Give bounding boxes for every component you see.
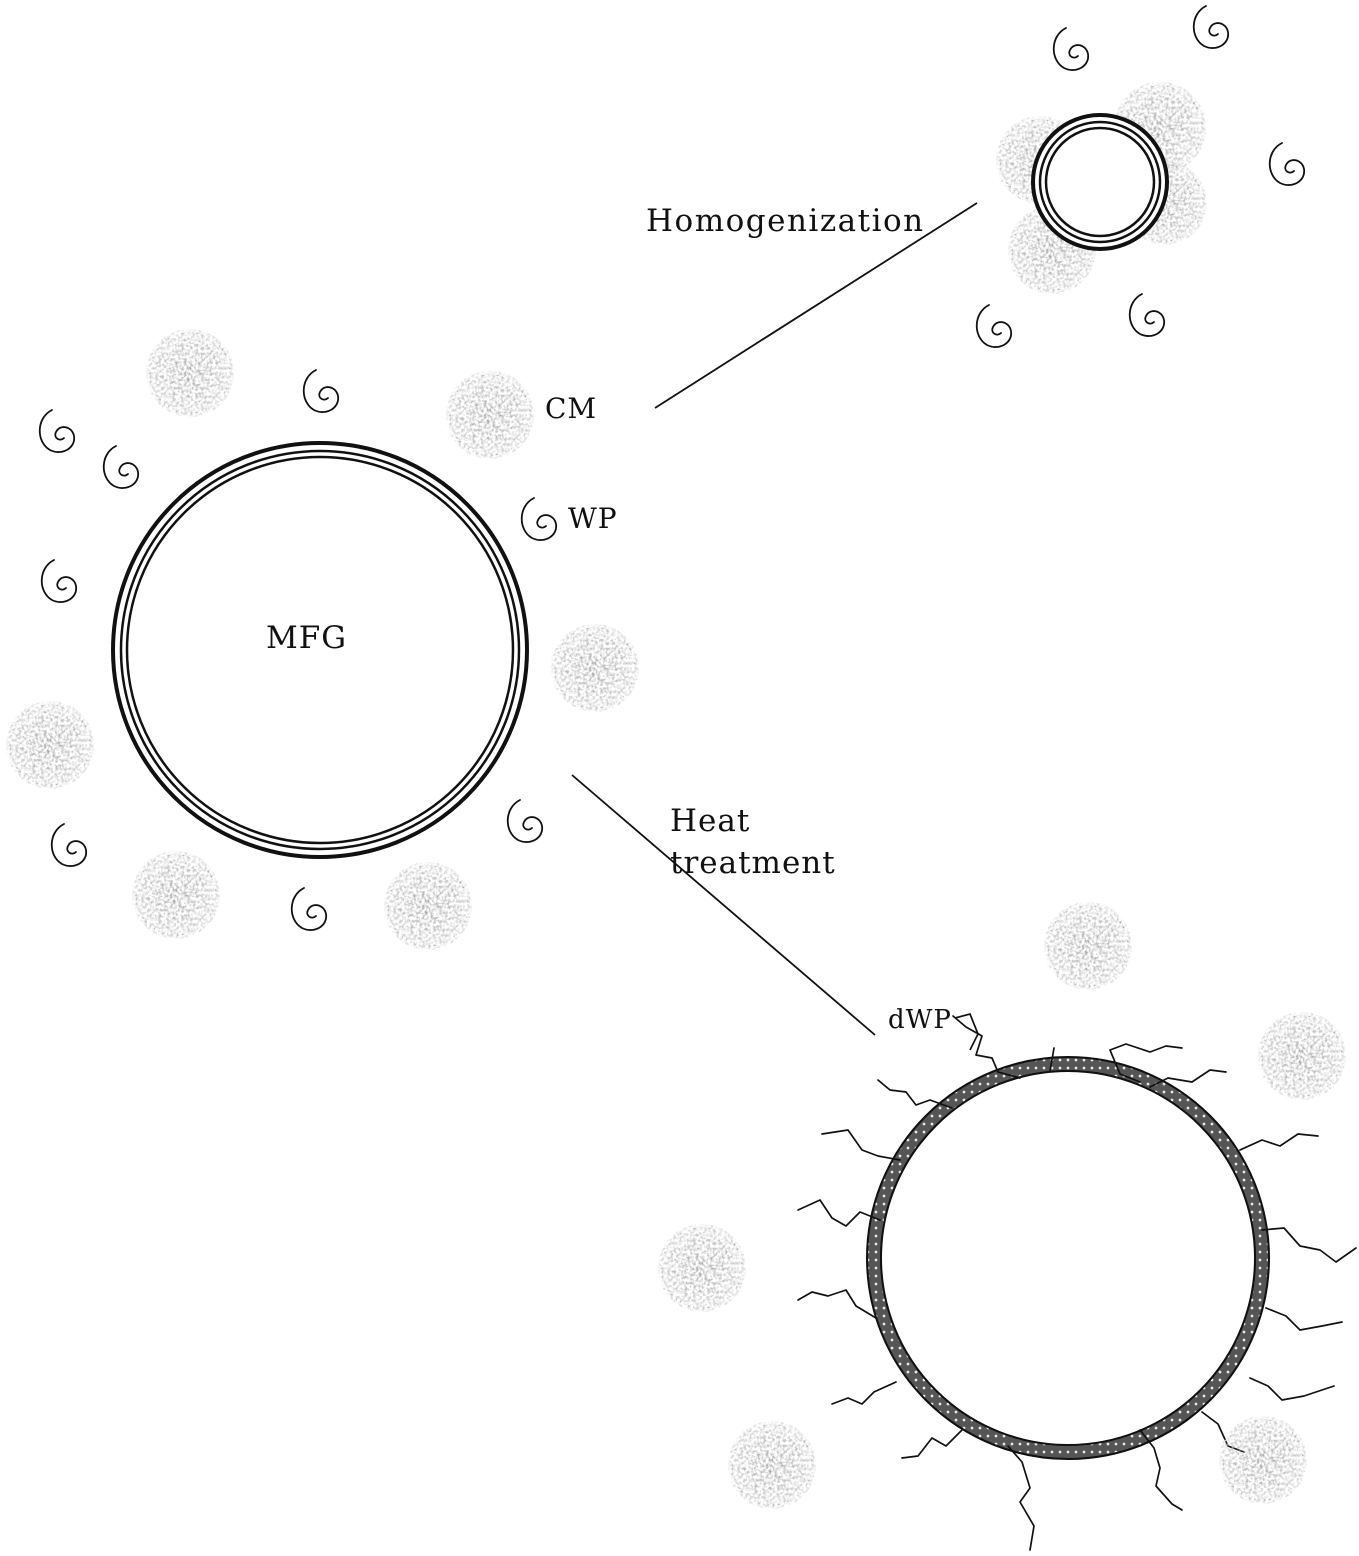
casein-micelle [132,851,220,939]
dwp-strand [1139,1429,1183,1511]
heat-treated-globule [866,1056,1270,1460]
casein-micelle [551,624,639,712]
dwp-strand [1049,1047,1055,1072]
casein-micelle [384,862,472,950]
whey-protein [302,369,340,413]
mfg-globule [111,441,529,859]
whey-protein [38,409,76,453]
whey-protein [975,304,1013,348]
dwp-strand [952,1015,1021,1079]
dwp-label: dWP [888,1005,952,1035]
heat-treatment-label-line1: Heat [670,803,750,839]
dwp-strand [831,1381,897,1405]
dwp-strand [1261,1227,1357,1263]
dwp-strand [797,1289,877,1319]
whey-protein [520,497,558,541]
dwp-strand [1249,1377,1335,1401]
heat-treatment-label-line2: treatment [670,845,836,881]
homogenized-globule [1031,113,1169,251]
whey-protein [1128,293,1166,337]
dwp-strand [821,1129,901,1161]
whey-protein [1192,5,1230,49]
dwp-strand [1149,1069,1227,1088]
dwp-strand [1007,1445,1035,1551]
wp-label: WP [568,502,618,535]
denatured-whey-protein-strands [797,1015,1357,1551]
casein-micelle [658,1224,746,1312]
casein-micelle [6,701,94,789]
dwp-strand [877,1079,953,1109]
dwp-strand [1265,1307,1343,1331]
casein-micelle [446,371,534,459]
casein-micelle [1044,902,1132,990]
whey-protein [1268,142,1306,186]
casein-micelles [6,329,1346,1509]
dwp-strand [901,1429,963,1459]
homogenization-arrow-line [654,202,978,409]
dwp-strand [797,1199,881,1227]
dwp-pointer [954,1012,979,1051]
heat-treatment-arrow-line [571,774,876,1036]
whey-protein [50,823,88,867]
whey-protein [1052,27,1090,71]
whey-protein [40,559,78,603]
mfg-label: MFG [266,620,347,656]
whey-protein [102,445,140,489]
homogenization-label: Homogenization [646,203,925,239]
casein-micelle [1219,1416,1307,1504]
casein-micelle [1258,1012,1346,1100]
whey-protein [506,799,544,843]
dwp-strand [1239,1133,1319,1151]
cm-label: CM [545,392,597,425]
casein-micelle [728,1421,816,1509]
dwp-strand [1109,1043,1183,1083]
whey-protein [290,887,328,931]
casein-micelle [146,329,234,417]
